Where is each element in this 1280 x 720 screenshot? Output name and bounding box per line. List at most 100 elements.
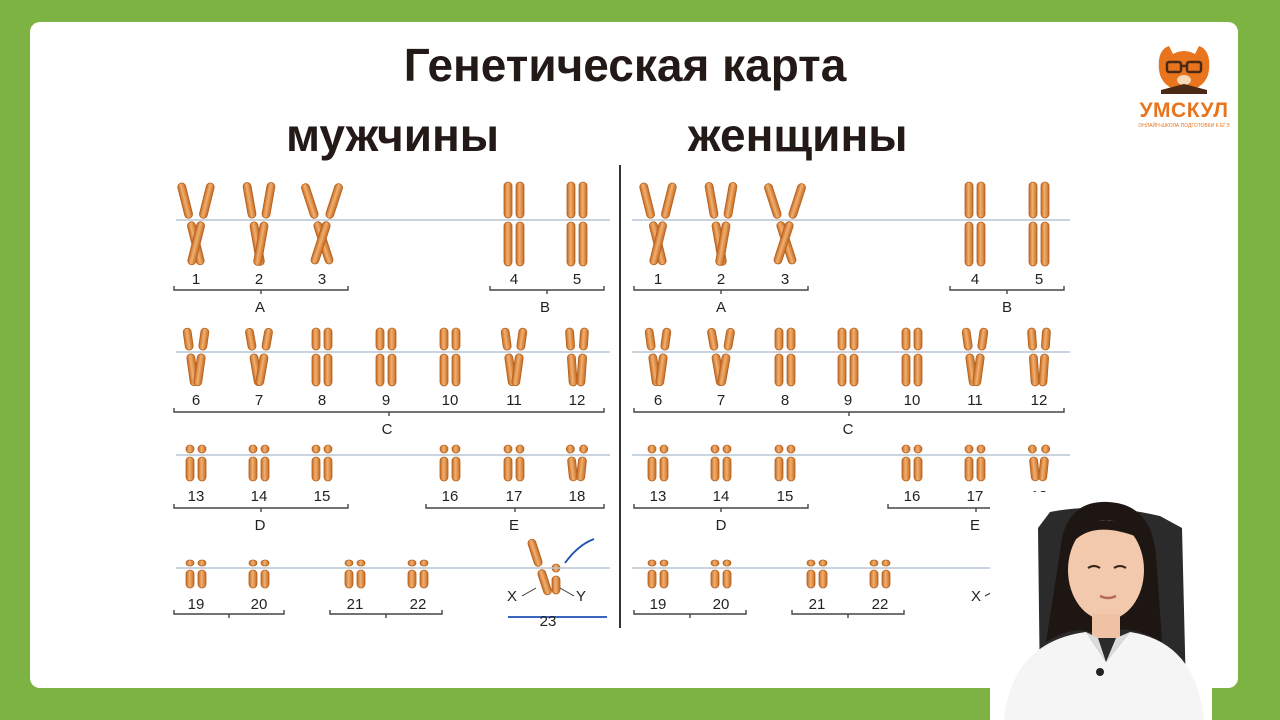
chromosome [566,181,576,267]
chromosome [511,327,528,387]
chromosome [1028,181,1038,267]
group-bracket [329,610,443,618]
chromosome-arm [503,444,513,454]
chromosome-arm [869,559,879,567]
group-label: A [716,299,726,316]
chromosome [976,444,986,482]
chromosome-pair [182,327,210,387]
chromosome-arm [565,444,575,454]
chromosome-arm [579,444,589,454]
group-bracket [173,408,605,416]
chromosome-pair [311,444,333,482]
group-brackets [173,219,1070,618]
group-label: B [1002,299,1012,316]
annotation-stroke [564,538,595,564]
chromosome-arm [311,327,321,351]
chromosome [185,559,195,589]
chromosome-arm [566,181,576,219]
chromosome-arm [1040,221,1050,267]
chromosome-arm [407,559,417,567]
chromosome-number: 21 [809,596,826,613]
umskul-logo: УМСКУЛ ОНЛАЙН-ШКОЛА ПОДГОТОВКИ К ЕГЭ [1134,40,1234,129]
chromosome-number: 8 [781,392,789,409]
presenter-webcam [990,492,1212,720]
chromosome [786,444,796,482]
chromosome-arm [185,444,195,454]
chromosome [576,444,589,482]
chromosome-arm [976,221,986,267]
chromosome [439,327,449,387]
chromosome-arm [647,569,657,589]
chromosome [786,327,796,387]
chromosome-number: 15 [777,488,794,505]
chromosome [722,444,732,482]
chromosome-arm [566,221,576,267]
chromosome [1038,444,1051,482]
chromosome-arm [419,559,429,567]
chromosome-arm [1038,353,1049,387]
chromosome-number: 12 [569,392,586,409]
chromosome-arm [242,182,257,219]
chromosome [182,327,199,387]
chromosome-arm [901,444,911,454]
chromosome-pair [806,559,828,589]
chromosome-arm [976,181,986,219]
chromosome [649,182,677,266]
chromosome-pair [500,327,528,387]
chromosome-arm [356,559,366,567]
chromosome-arm [710,559,720,567]
chromosome-number: 13 [650,488,667,505]
group-bracket [949,286,1065,294]
chromosome-arm [901,456,911,482]
chromosome [576,327,589,387]
chromosome-number: 18 [569,488,586,505]
chromosome-arm [722,444,732,454]
chromosome-arm [774,444,784,454]
bear-icon [1158,46,1210,94]
chromosome-arm [649,221,667,266]
chromosome [387,327,397,387]
chromosome [193,327,210,387]
chromosome-arm [576,456,587,482]
chromosome-arm [773,221,794,265]
chromosome-pair [774,327,796,387]
chromosome-arm [976,456,986,482]
group-bracket [633,408,1065,416]
chromosome-arm [976,444,986,454]
chromosome [310,183,343,265]
chromosome-arm [516,327,528,351]
chromosome-arm [964,444,974,454]
chromosome-arm [197,444,207,454]
chromosome-arm [311,444,321,454]
chromosome-arm [659,569,669,589]
chromosome-arm [356,569,366,589]
chromosome-arm [323,444,333,454]
chromosome-number: 2 [717,271,725,288]
chromosome-number: 13 [188,488,205,505]
chromosome-number: 21 [347,596,364,613]
chromosome-arm [248,559,258,567]
chromosome-arm [253,221,269,266]
chromosome-arm [1040,181,1050,219]
chromosome-arm [578,221,588,267]
chromosome [253,182,276,266]
chromosome-number: 17 [506,488,523,505]
chromosome-arm [197,456,207,482]
chromosome-pair [869,559,891,589]
chromosome [710,444,720,482]
chromosome-arm [451,353,461,387]
slide-title: Генетическая карта [403,39,847,91]
chromosome [578,181,588,267]
chromosome-arm [659,444,669,454]
chromosome-arm [197,569,207,589]
group-bracket [489,286,605,294]
chromosome-arm [644,327,656,351]
chromosome-arm [972,353,985,387]
chromosome-arm [660,327,672,351]
chromosome [565,327,578,387]
chromosome-arm [964,181,974,219]
chromosome [515,444,525,482]
chromosome-pair [704,182,738,266]
chromosome-number: 10 [442,392,459,409]
chromosome [818,559,828,589]
